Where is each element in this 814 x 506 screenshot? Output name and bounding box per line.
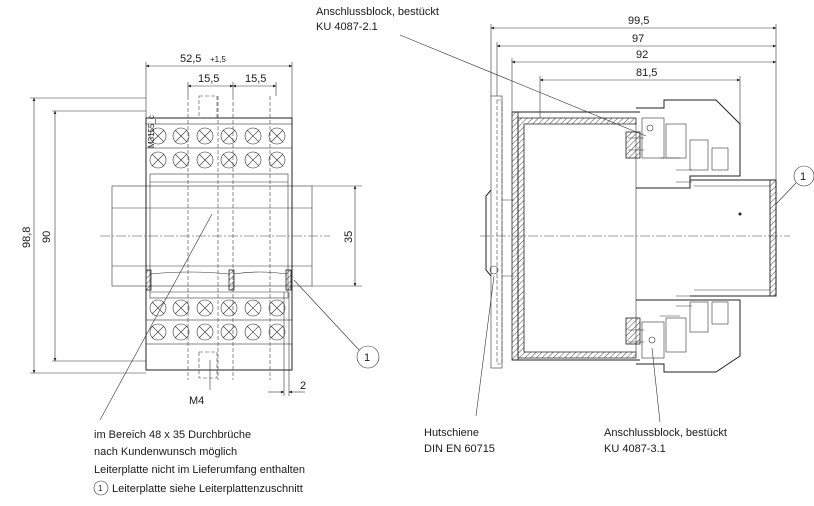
connector-block-lower (625, 295, 741, 373)
terminal-row-bottom-1 (149, 299, 286, 317)
note-callout-circle (93, 480, 109, 496)
rail-label-line1: Hutschiene (424, 427, 479, 439)
dim-width-tolerance: +1,5 (210, 55, 226, 64)
callout-number-right: 1 (800, 171, 806, 183)
dim-pitch-b: 15,5 (245, 73, 266, 85)
block-bottom-label-line1: Anschlussblock, bestückt (604, 427, 727, 439)
terminal-row-top-2 (149, 151, 286, 169)
part-code: M3155_c (147, 115, 156, 148)
terminal-row-top-1 (145, 123, 293, 149)
dim-height-outer: 98,8 (21, 227, 33, 248)
callout-number-left: 1 (364, 352, 370, 364)
dim-pitch-a: 15,5 (198, 73, 219, 85)
terminal-row-bottom-2 (145, 319, 293, 345)
block-top-label-line2: KU 4087-2.1 (316, 21, 378, 33)
block-bottom-label-line2: KU 4087-3.1 (604, 443, 666, 455)
side-view (399, 24, 814, 423)
note-line-1: im Bereich 48 x 35 Durchbrüche (94, 429, 251, 441)
callout-circle-right (793, 165, 814, 187)
din-rail-side (485, 95, 514, 369)
note-line-3: Leiterplatte nicht im Lieferumfang entha… (94, 464, 305, 476)
block-top-label-line1: Anschlussblock, bestückt (316, 6, 439, 18)
front-view (30, 62, 380, 421)
screw-label: M4 (189, 395, 204, 407)
dim-rail-height: 35 (343, 231, 355, 243)
callout-circle-left (356, 345, 380, 369)
dim-height-inner: 90 (41, 231, 53, 243)
module-outline (145, 117, 293, 371)
note-callout-number: 1 (98, 484, 103, 493)
dim-width-main: 52,5 (180, 53, 201, 65)
dim-depth-c: 92 (636, 49, 648, 61)
dim-gap: 2 (300, 380, 306, 392)
dim-depth-d: 81,5 (636, 67, 657, 79)
rail-label-line2: DIN EN 60715 (424, 443, 495, 455)
dim-depth-b: 97 (632, 33, 644, 45)
note-line-2: nach Kundenwunsch möglich (94, 446, 237, 458)
dim-depth-a: 99,5 (628, 15, 649, 27)
connector-block-upper (625, 99, 741, 189)
note-line-4: Leiterplatte siehe Leiterplattenzuschnit… (112, 483, 303, 495)
